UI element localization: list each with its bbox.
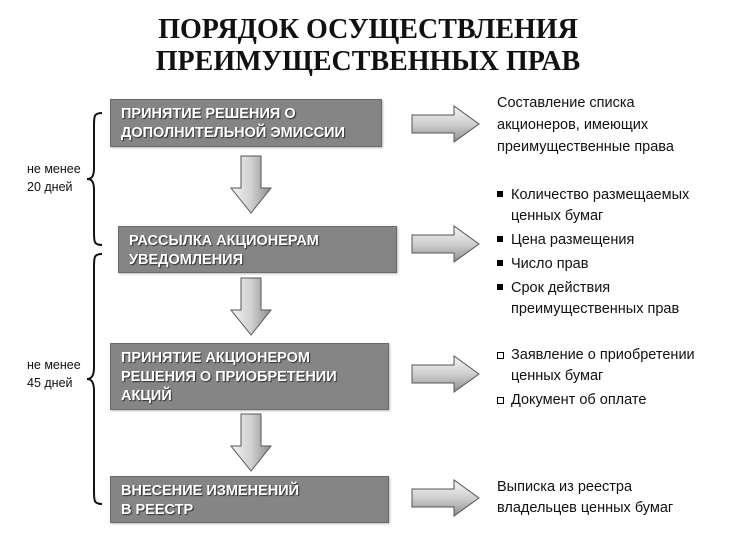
step-3-line-2: РЕШЕНИЯ О ПРИОБРЕТЕНИИ: [121, 369, 337, 385]
label-min-20-days: не менее 20 дней: [27, 162, 81, 194]
step-3-line-1: ПРИНЯТИЕ АКЦИОНЕРОМ: [121, 350, 310, 366]
right-arrow-icon: [411, 355, 480, 393]
note-1-line-3: преимущественные права: [497, 139, 674, 155]
list-item: Заявление о приобретении ценных бумаг: [496, 345, 695, 387]
step-1-line-1: ПРИНЯТИЕ РЕШЕНИЯ О: [121, 106, 296, 122]
down-arrow-icon: [229, 155, 273, 214]
right-arrow-icon: [411, 479, 480, 517]
list-item: Количество размещаемых ценных бумаг: [496, 185, 689, 227]
step-3-line-3: АКЦИЙ: [121, 388, 172, 404]
step-box-registry: ВНЕСЕНИЕ ИЗМЕНЕНИЙ В РЕЕСТР: [110, 476, 389, 523]
title-line-1: ПОРЯДОК ОСУЩЕСТВЛЕНИЯ: [158, 14, 578, 45]
step-box-decision: ПРИНЯТИЕ РЕШЕНИЯ О ДОПОЛНИТЕЛЬНОЙ ЭМИССИ…: [110, 99, 382, 147]
list-item: Срок действия преимущественных прав: [496, 278, 689, 320]
note-1-line-1: Составление списка: [497, 95, 635, 111]
note-registry-extract: Выписка из реестра владельцев ценных бум…: [497, 477, 673, 519]
list-item: Число прав: [496, 254, 689, 275]
list-item: Цена размещения: [496, 230, 689, 251]
step-4-line-2: В РЕЕСТР: [121, 502, 194, 518]
list-item: Документ об оплате: [496, 390, 695, 411]
down-arrow-icon: [229, 413, 273, 472]
acquisition-documents-list: Заявление о приобретении ценных бумаг До…: [496, 345, 695, 411]
note-4-line-1: Выписка из реестра: [497, 479, 633, 495]
step-1-line-2: ДОПОЛНИТЕЛЬНОЙ ЭМИССИИ: [121, 125, 345, 141]
note-shareholder-list: Составление списка акционеров, имеющих п…: [497, 92, 674, 158]
page-title: ПОРЯДОК ОСУЩЕСТВЛЕНИЯ ПРЕИМУЩЕСТВЕННЫХ П…: [0, 14, 736, 78]
label-min-45-days: не менее 45 дней: [27, 358, 81, 390]
right-arrow-icon: [411, 225, 480, 263]
right-arrow-icon: [411, 105, 480, 143]
brace-20-days: [86, 112, 103, 246]
note-4-line-2: владельцев ценных бумаг: [497, 500, 674, 516]
step-2-line-1: РАССЫЛКА АКЦИОНЕРАМ: [129, 233, 319, 249]
note-1-line-2: акционеров, имеющих: [497, 117, 649, 133]
step-4-line-1: ВНЕСЕНИЕ ИЗМЕНЕНИЙ: [121, 483, 300, 499]
step-box-acquisition: ПРИНЯТИЕ АКЦИОНЕРОМ РЕШЕНИЯ О ПРИОБРЕТЕН…: [110, 343, 389, 410]
step-box-notification: РАССЫЛКА АКЦИОНЕРАМ УВЕДОМЛЕНИЯ: [118, 226, 397, 273]
brace-45-days: [86, 253, 103, 505]
notification-contents-list: Количество размещаемых ценных бумаг Цена…: [496, 185, 689, 320]
step-2-line-2: УВЕДОМЛЕНИЯ: [129, 252, 244, 268]
down-arrow-icon: [229, 277, 273, 336]
title-line-2: ПРЕИМУЩЕСТВЕННЫХ ПРАВ: [155, 46, 581, 77]
